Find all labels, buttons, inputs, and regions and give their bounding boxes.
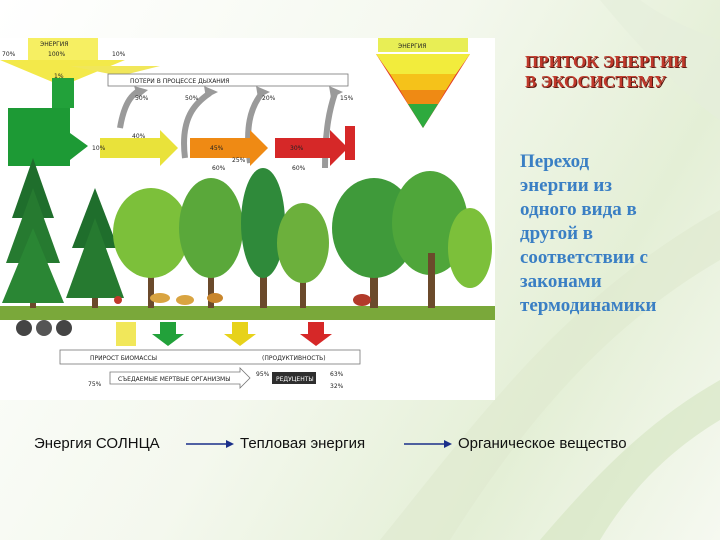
- caption-sun-energy: Энергия СОЛНЦА: [34, 435, 160, 452]
- pct-15: 15%: [340, 95, 354, 102]
- pct-60a: 60%: [212, 165, 226, 172]
- body-line: соответствии с: [520, 247, 648, 268]
- arrow-icon: [186, 440, 234, 448]
- ecosystem-energy-figure: ЭНЕРГИЯ 100% 70% 10% 1% ПОТЕРИ В ПРОЦЕСС…: [0, 38, 495, 400]
- body-line: законами: [520, 271, 602, 292]
- pct-10: 10%: [92, 145, 106, 152]
- productivity-label: (ПРОДУКТИВНОСТЬ): [262, 355, 326, 362]
- energy-pyramid: ЭНЕРГИЯ: [376, 38, 470, 128]
- title-line: В ЭКОСИСТЕМУ: [525, 72, 667, 91]
- slide-body-text: Переход энергии из одного вида в другой …: [520, 150, 715, 318]
- forest-animals: [114, 293, 371, 306]
- consumer-arrows: [100, 126, 355, 166]
- pct-40: 40%: [132, 133, 146, 140]
- pct-63: 63%: [330, 371, 344, 378]
- arrow-icon: [404, 440, 452, 448]
- pct-50a: 50%: [135, 95, 149, 102]
- forest-trees: [0, 158, 495, 320]
- producer-arrow: 1%: [8, 73, 88, 166]
- decomposers-label: РЕДУЦЕНТЫ: [276, 376, 314, 383]
- one-percent-label: 1%: [54, 73, 64, 80]
- pct-32: 32%: [330, 383, 344, 390]
- pyramid-heading: ЭНЕРГИЯ: [398, 43, 426, 50]
- caption-heat-energy: Тепловая энергия: [240, 435, 366, 452]
- sun-energy-heading: ЭНЕРГИЯ: [40, 41, 68, 48]
- body-line: термодинамики: [520, 295, 657, 316]
- pct-45: 45%: [210, 145, 224, 152]
- dead-matter-label: СЪЕДАЕМЫЕ МЕРТВЫЕ ОРГАНИЗМЫ: [118, 376, 231, 383]
- ground-fungi: [16, 320, 72, 336]
- slide-title: ПРИТОК ЭНЕРГИИ В ЭКОСИСТЕМУ: [525, 52, 720, 92]
- pct-50b: 50%: [185, 95, 199, 102]
- title-line: ПРИТОК ЭНЕРГИИ: [525, 52, 687, 71]
- body-line: другой в: [520, 223, 594, 244]
- pct-30: 30%: [290, 145, 304, 152]
- biomass-arrows: [116, 322, 332, 346]
- breathing-loss-label: ПОТЕРИ В ПРОЦЕССЕ ДЫХАНИЯ: [130, 78, 229, 85]
- caption-organic-matter: Органическое вещество: [458, 435, 627, 452]
- biomass-label: ПРИРОСТ БИОМАССЫ: [90, 355, 157, 362]
- sun-right-pct: 10%: [112, 51, 126, 58]
- pct-95: 95%: [256, 371, 270, 378]
- sun-left-pct: 70%: [2, 51, 16, 58]
- pct-25: 25%: [232, 157, 246, 164]
- body-line: Переход: [520, 151, 590, 172]
- pct-75: 75%: [88, 381, 102, 388]
- pct-60b: 60%: [292, 165, 306, 172]
- body-line: энергии из: [520, 175, 613, 196]
- sun-energy-value: 100%: [48, 51, 65, 58]
- body-line: одного вида в: [520, 199, 637, 220]
- pct-20: 20%: [262, 95, 276, 102]
